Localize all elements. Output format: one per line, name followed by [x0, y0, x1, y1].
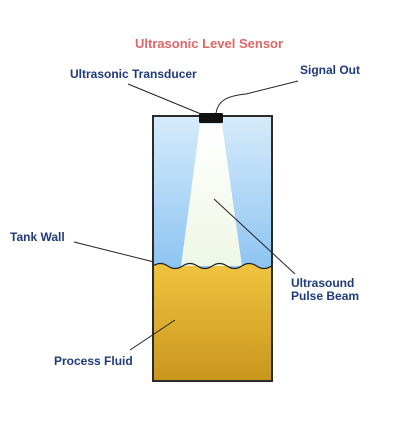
tank-wall-leader-line — [73, 241, 155, 263]
process-fluid-label: Process Fluid — [54, 354, 133, 368]
tank-wall-label: Tank Wall — [10, 230, 65, 244]
transducer-label: Ultrasonic Transducer — [70, 67, 197, 81]
signal-out-label: Signal Out — [300, 63, 360, 77]
process-fluid-body — [153, 263, 272, 381]
beam-leader-line — [213, 198, 296, 275]
transducer-leader-line — [127, 83, 202, 115]
beam-label-line2: Pulse Beam — [291, 289, 359, 303]
diagram-title: Ultrasonic Level Sensor — [135, 36, 283, 51]
beam-label-line1: Ultrasound — [291, 276, 354, 290]
signal-cable — [215, 80, 299, 114]
ultrasound-pulse-beam — [181, 124, 242, 266]
tank-interior — [153, 116, 272, 381]
process-fluid-leader-line — [129, 319, 176, 351]
fluid-surface-waves — [153, 262, 272, 270]
ultrasonic-transducer — [199, 113, 223, 123]
